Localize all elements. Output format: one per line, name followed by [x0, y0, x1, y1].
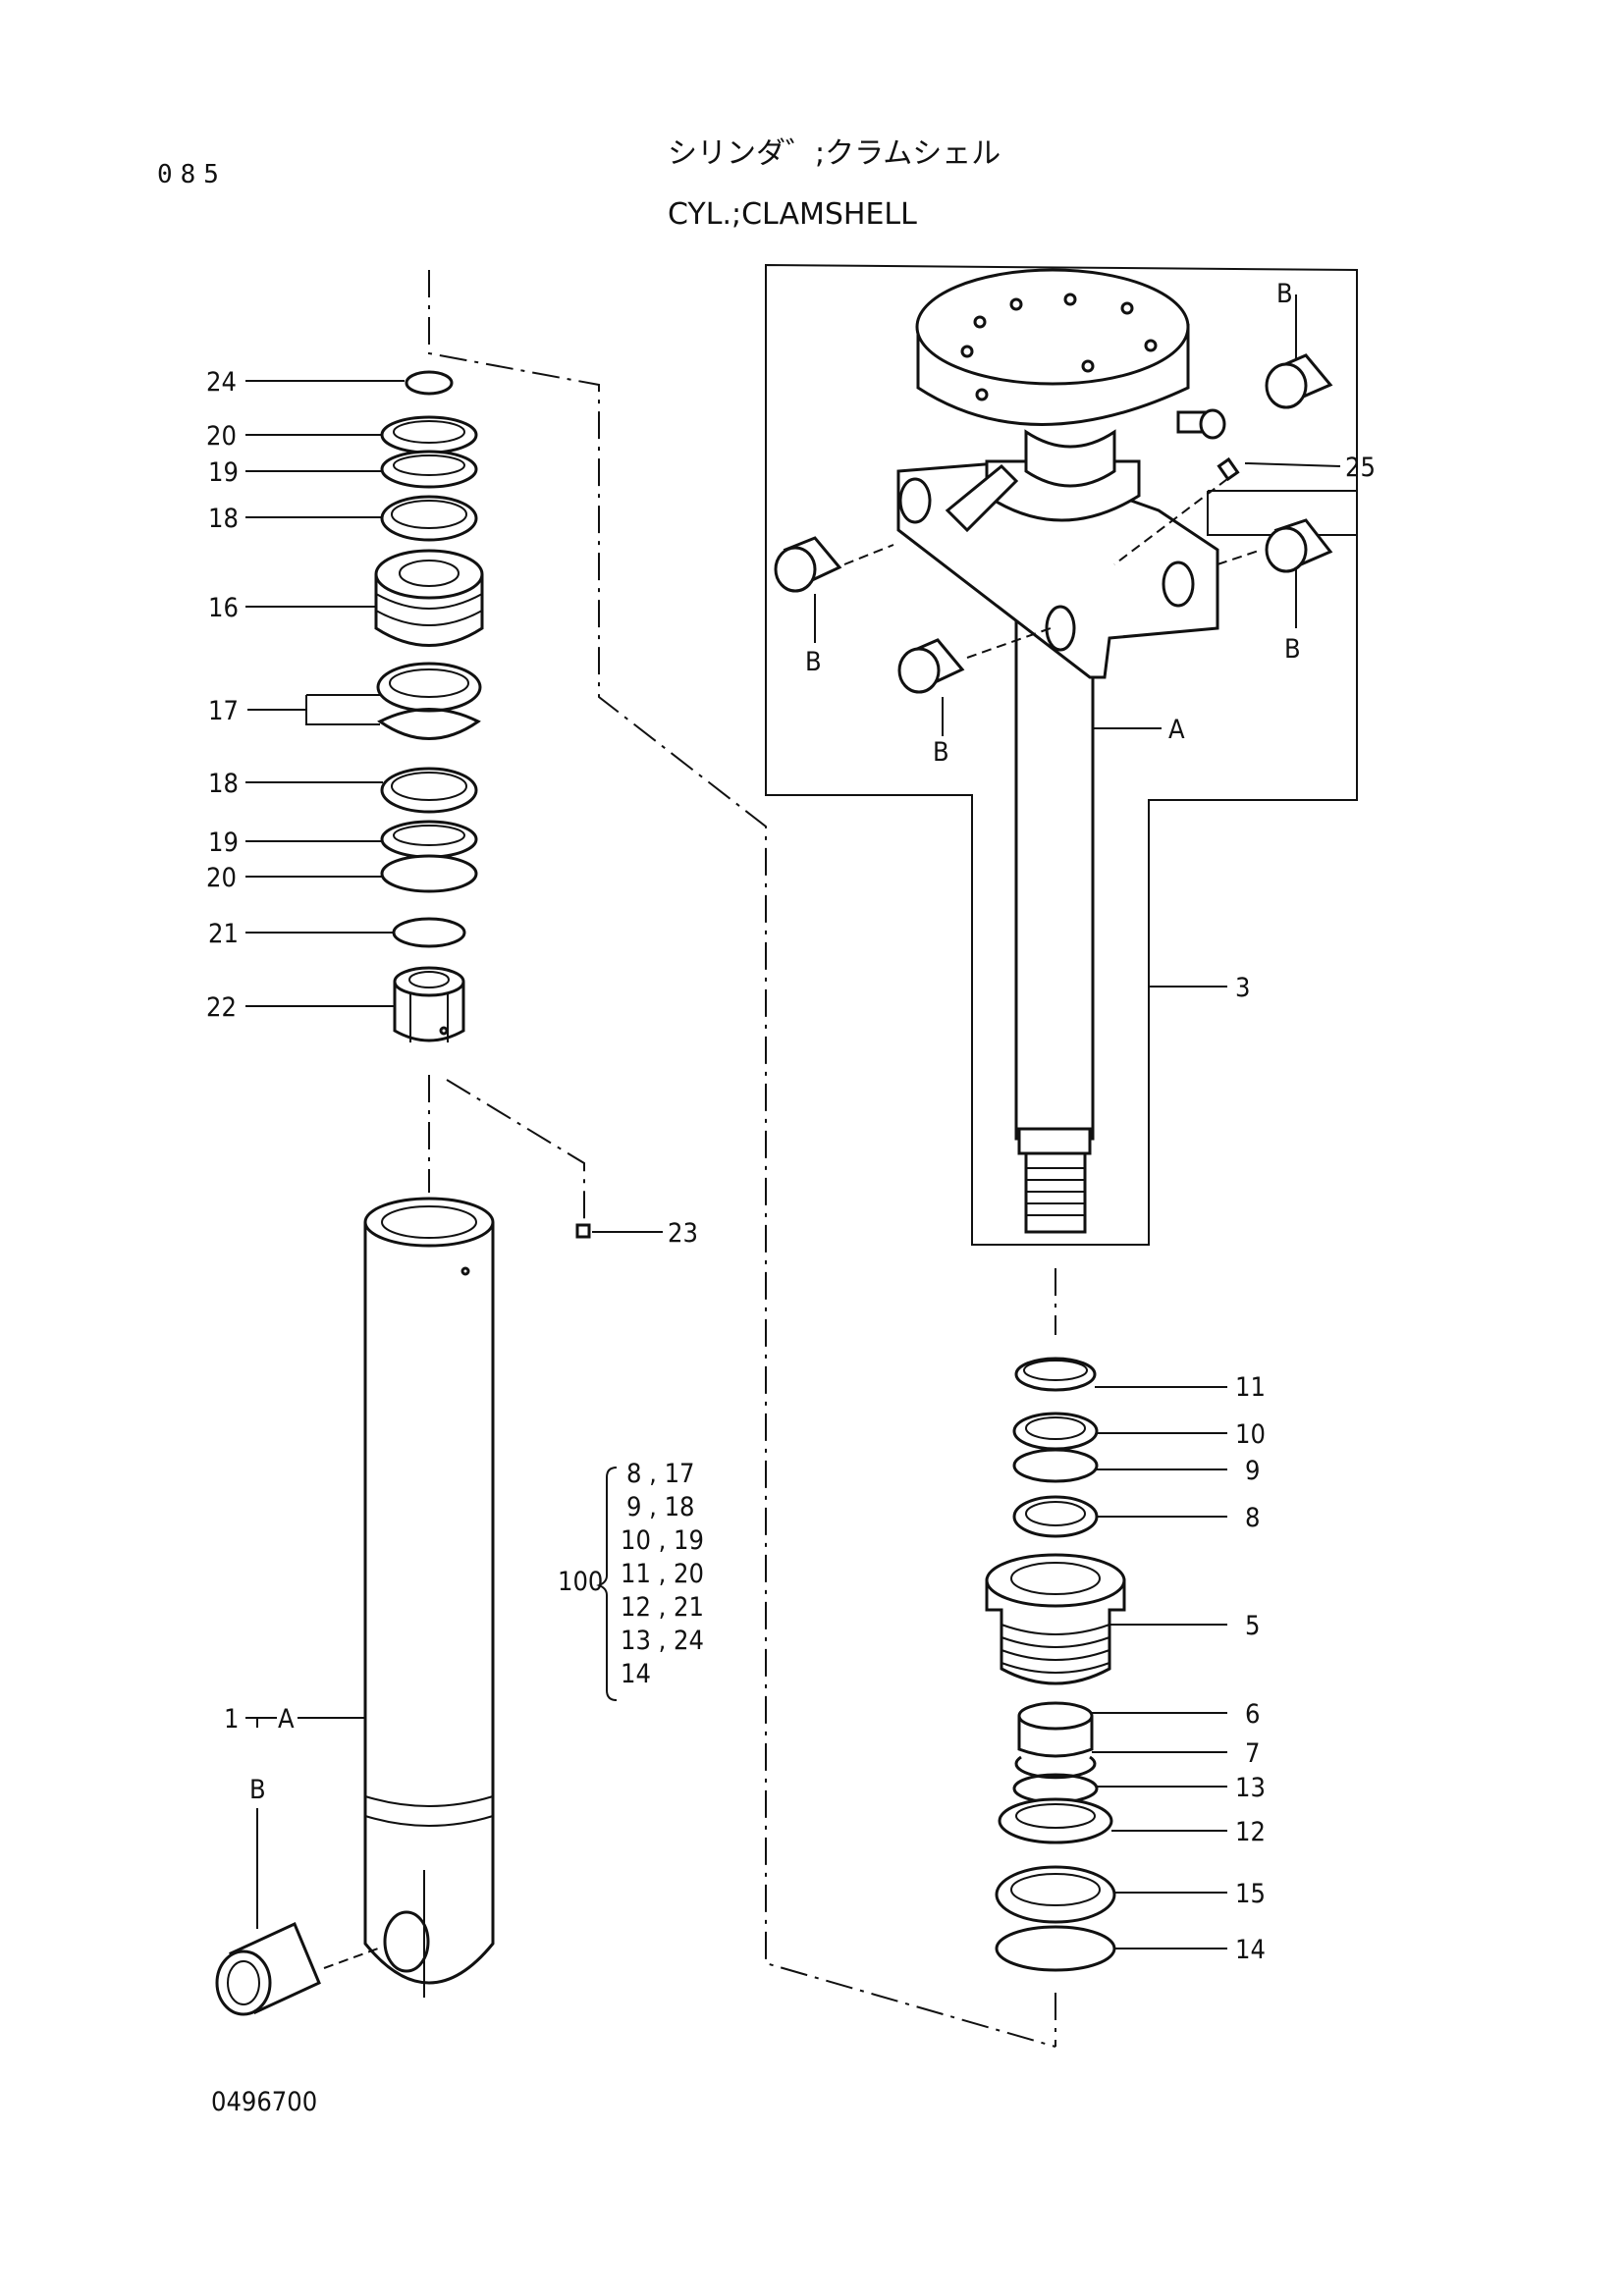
ring-8 [1012, 1495, 1099, 1538]
ring-18-bottom [380, 767, 478, 814]
callout-22: 22 [206, 992, 237, 1023]
page-number: 085 [157, 160, 227, 189]
callout-12: 12 [1235, 1817, 1266, 1847]
callout-19-top: 19 [208, 457, 239, 488]
kit-row-1: 8 , 17 [626, 1459, 695, 1489]
callout-3: 3 [1235, 973, 1250, 1003]
callout-15: 15 [1235, 1879, 1266, 1909]
callout-13: 13 [1235, 1773, 1266, 1803]
piston-rod [1014, 607, 1095, 1234]
ring-19-bottom [380, 820, 478, 859]
callout-b-lower-left: B [933, 737, 949, 768]
callout-20-bottom: 20 [206, 863, 237, 893]
callout-5: 5 [1245, 1611, 1260, 1641]
callout-b-right: B [1284, 634, 1301, 665]
callout-10: 10 [1235, 1419, 1266, 1450]
callout-6: 6 [1245, 1699, 1260, 1730]
callout-14: 14 [1235, 1935, 1266, 1965]
callout-b-top-right: B [1276, 279, 1293, 309]
ring-10 [1012, 1412, 1099, 1451]
ring-18-top [380, 495, 478, 542]
callout-17: 17 [208, 696, 239, 726]
callout-11: 11 [1235, 1372, 1266, 1403]
ring-12 [998, 1797, 1113, 1844]
ring-14 [995, 1925, 1116, 1972]
ring-17 [376, 662, 482, 740]
kit-row-4: 11 , 20 [621, 1559, 704, 1589]
callout-1: 1 [224, 1704, 239, 1735]
rod-clevis-head [896, 459, 1219, 679]
callout-20-top: 20 [206, 421, 237, 452]
piston-5 [985, 1553, 1126, 1685]
callout-21: 21 [208, 919, 239, 949]
callout-a-rod: A [1168, 715, 1185, 745]
callout-23: 23 [668, 1218, 698, 1249]
ring-7 [1014, 1755, 1097, 1780]
callout-9: 9 [1245, 1456, 1260, 1486]
o-ring-24 [405, 370, 454, 396]
kit-row-3: 10 , 19 [621, 1525, 704, 1556]
ring-20-bottom [380, 854, 478, 893]
callout-b-left: B [805, 647, 822, 677]
grease-nipple [1217, 456, 1240, 482]
kit-number: 100 [558, 1567, 603, 1597]
callout-24: 24 [206, 367, 237, 398]
drawing-number: 0496700 [211, 2087, 317, 2117]
nut-22 [393, 966, 465, 1042]
washer-21 [392, 917, 466, 948]
kit-row-6: 13 , 24 [621, 1626, 704, 1656]
callout-16: 16 [208, 593, 239, 623]
ring-20-top [380, 415, 478, 454]
kit-row-2: 9 , 18 [626, 1492, 695, 1522]
title-japanese: シリンダ゛;クラムシェル [668, 136, 1001, 171]
setscrew-leader [446, 1079, 585, 1222]
gland-16 [374, 549, 484, 647]
setscrew-23 [575, 1223, 591, 1239]
ring-9 [1012, 1448, 1099, 1483]
ring-15 [995, 1865, 1116, 1924]
ring-19-top [380, 450, 478, 489]
rod-assembly-box [765, 263, 1358, 1246]
callout-1-a: A [278, 1704, 295, 1735]
kit-row-7: 14 [621, 1659, 651, 1689]
ring-11 [1014, 1357, 1097, 1392]
cylinder-tube [363, 1197, 495, 1998]
bushing-top-right [1265, 353, 1333, 409]
callout-19-bottom: 19 [208, 828, 239, 858]
bushing-tube-end [215, 1921, 321, 2016]
ring-6 [1017, 1701, 1094, 1758]
callout-7: 7 [1245, 1738, 1260, 1769]
bushing-right [1265, 518, 1333, 573]
title-english: CYL.;CLAMSHELL [668, 197, 917, 232]
seal-kit-100: 100 8 , 17 9 , 18 10 , 19 11 , 20 12 , 2… [558, 1459, 704, 1701]
bushing-left [774, 536, 842, 593]
callout-18-top: 18 [208, 504, 239, 534]
callout-8: 8 [1245, 1503, 1260, 1533]
assembly-centerline [428, 270, 1056, 2048]
bushing-lower-left [897, 638, 965, 694]
kit-row-5: 12 , 21 [621, 1592, 704, 1623]
callout-25: 25 [1345, 453, 1376, 483]
callout-18-bottom: 18 [208, 769, 239, 799]
callout-1-b: B [249, 1775, 266, 1805]
top-flange [915, 268, 1226, 488]
